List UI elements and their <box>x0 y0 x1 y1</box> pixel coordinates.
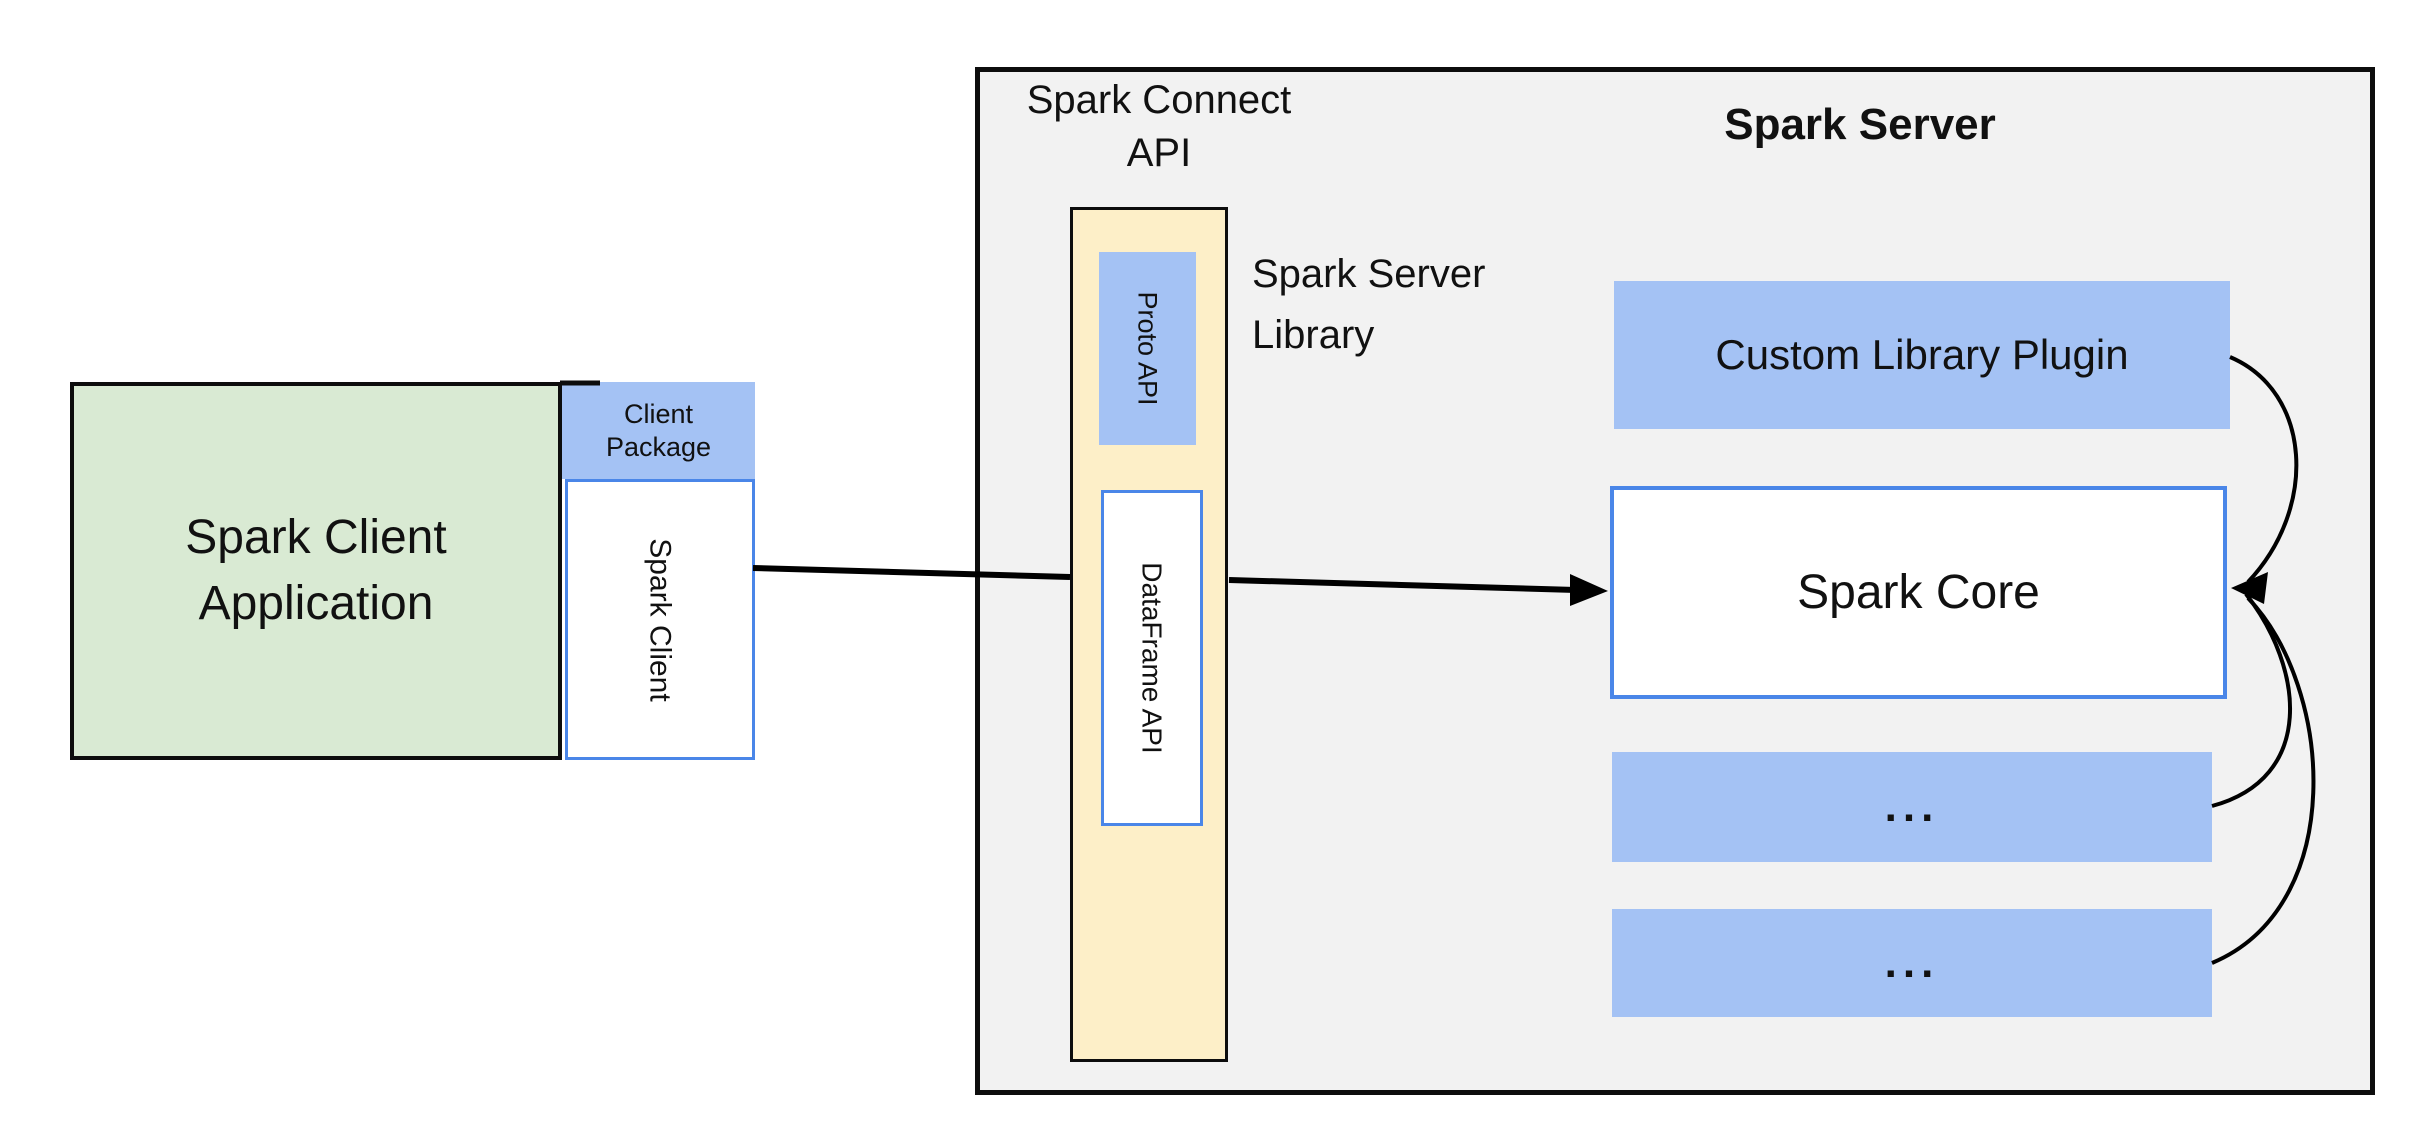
client-package-line2: Package <box>605 431 712 462</box>
spark-server-library-label-line2: Library <box>1252 313 1375 357</box>
spark-client-application-line1: Spark Client <box>185 511 447 564</box>
extension-box-2: ... <box>1612 909 2212 1017</box>
proto-api-label: Proto API <box>1133 291 1164 406</box>
client-package-box: Client Package <box>562 382 755 479</box>
spark-server-library-label-line1: Spark Server <box>1252 252 1486 296</box>
spark-connect-api-label: Spark Connect API <box>978 74 1340 180</box>
custom-library-plugin-box: Custom Library Plugin <box>1614 281 2230 429</box>
spark-core-box: Spark Core <box>1610 486 2227 699</box>
client-package-label: Client Package <box>606 398 711 464</box>
spark-connect-api-label-line1: Spark Connect <box>1026 78 1292 122</box>
spark-client-application-box: Spark Client Application <box>70 382 562 760</box>
dataframe-api-label: DataFrame API <box>1137 562 1168 754</box>
spark-client-application-line2: Application <box>198 577 434 630</box>
client-package-line1: Client <box>623 398 693 429</box>
extension-box-1: ... <box>1612 752 2212 862</box>
dataframe-api-box: DataFrame API <box>1101 490 1203 826</box>
spark-client-box: Spark Client <box>565 479 755 760</box>
proto-api-box: Proto API <box>1099 252 1196 445</box>
spark-server-title: Spark Server <box>1724 100 1996 149</box>
spark-client-application-label: Spark Client Application <box>185 505 446 637</box>
spark-client-label: Spark Client <box>644 537 677 702</box>
spark-connect-api-label-line2: API <box>1126 131 1192 175</box>
spark-server-library-label: Spark Server Library <box>1252 244 1592 366</box>
